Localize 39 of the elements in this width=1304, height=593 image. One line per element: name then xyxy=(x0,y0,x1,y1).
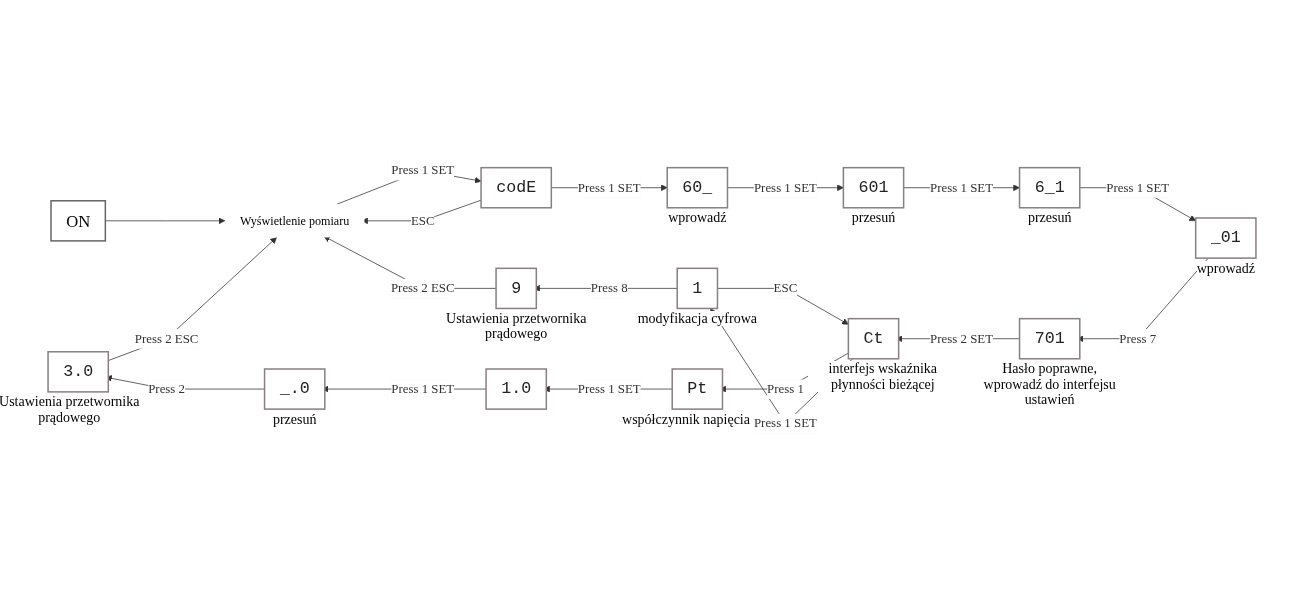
edge-label: Press 2 ESC xyxy=(390,280,455,295)
edge-label: Press 2 SET xyxy=(930,330,994,346)
node-box: 601 xyxy=(842,166,905,209)
node-box: Ct xyxy=(847,317,900,360)
node-label: współczynnik napięcia xyxy=(622,411,750,427)
node-label: wprowadź xyxy=(668,210,727,226)
node-box: 9 xyxy=(495,267,538,309)
node-box: 6_1 xyxy=(1018,166,1081,209)
node-label: wprowadź xyxy=(1196,260,1255,276)
node-box: 1 xyxy=(676,267,719,309)
node-box: 3.0 xyxy=(47,350,110,393)
node-label: przesuń xyxy=(1027,210,1072,226)
node-label: przesuń xyxy=(851,210,896,226)
edge-label: Press 1 SET xyxy=(577,381,641,396)
node-box: 1.0 xyxy=(485,367,548,410)
node-box: codE xyxy=(480,166,553,209)
node-box: _.0 xyxy=(263,367,326,410)
edge-label: ESC xyxy=(410,212,435,228)
edge-label: Press 1 xyxy=(767,381,804,396)
edge-label: Press 1 SET xyxy=(753,415,817,430)
edge-label: Press 1 SET xyxy=(391,162,455,177)
node-label: przesuń xyxy=(272,411,317,427)
edge-label: ESC xyxy=(773,280,798,295)
edge-label: Press 2 ESC xyxy=(134,330,199,346)
edge-label: Press 7 xyxy=(1119,330,1157,346)
node-box: 701 xyxy=(1018,317,1081,360)
edge-label: Press 1 SET xyxy=(1106,179,1170,195)
edge-label: Press 1 SET xyxy=(930,179,994,195)
edge-label: Press 2 xyxy=(148,381,186,396)
node-box: Pt xyxy=(671,367,724,410)
node-box: _01 xyxy=(1194,216,1257,259)
edge-label: Press 1 SET xyxy=(577,179,641,195)
node-box: ON xyxy=(50,199,107,242)
node-box: 60_ xyxy=(666,166,729,209)
edge-label: Press 8 xyxy=(590,280,628,295)
edge-label: Press 1 SET xyxy=(391,381,455,396)
node-label: modyfikacja cyfrowa xyxy=(637,310,757,327)
node-text: Wyświetlenie pomiaru xyxy=(240,213,350,227)
edge-label: Press 1 SET xyxy=(753,179,817,195)
